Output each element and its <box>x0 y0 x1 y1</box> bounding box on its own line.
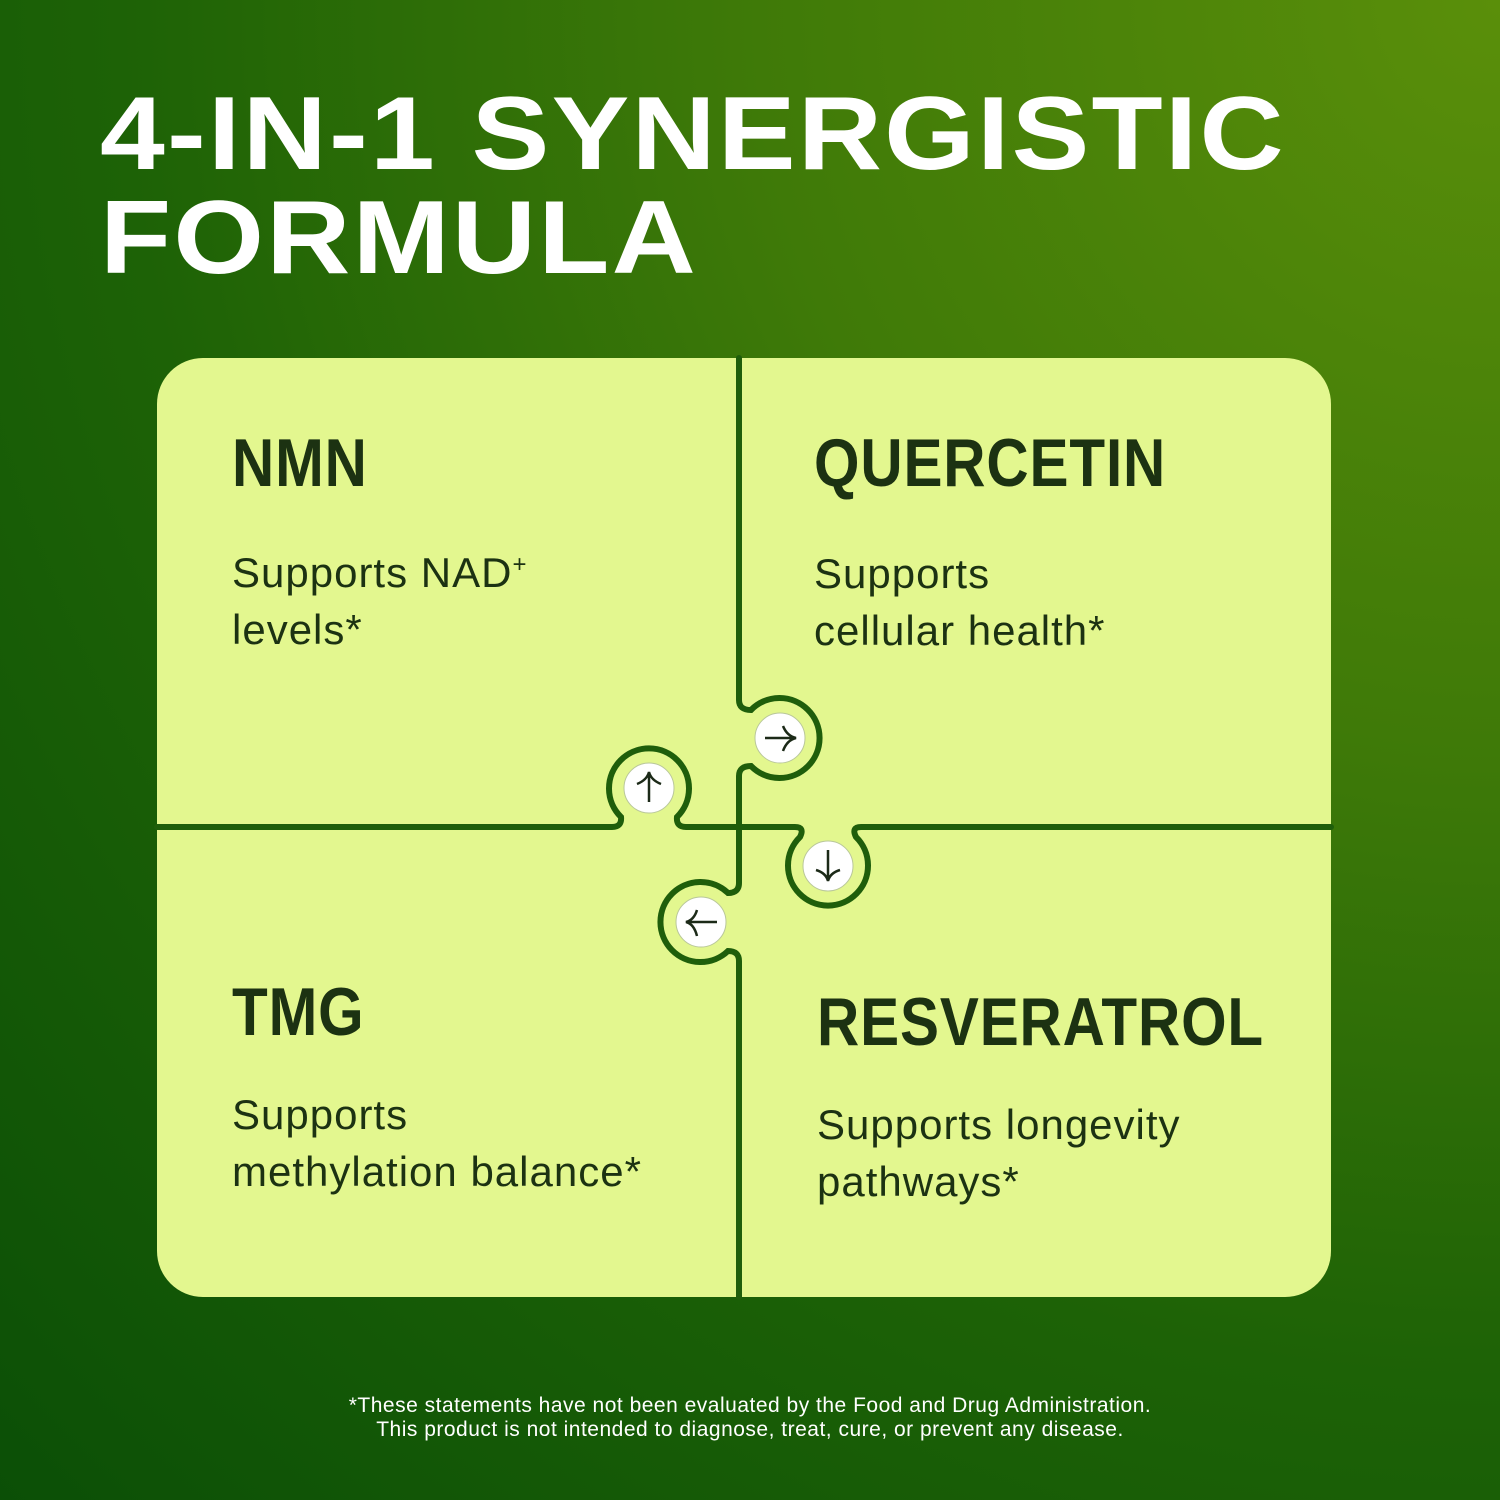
arrow-down-icon <box>802 840 854 892</box>
disclaimer-line-2: This product is not intended to diagnose… <box>376 1418 1124 1441</box>
arrow-right-icon <box>754 712 806 764</box>
ingredient-name: QUERCETIN <box>814 425 1167 501</box>
desc-line-1: Supports longevity <box>817 1101 1181 1148</box>
arrow-up-icon <box>623 762 675 814</box>
ingredient-desc: Supports NAD+ levels* <box>232 536 527 658</box>
ingredient-name: NMN <box>232 425 368 501</box>
desc-line-1: Supports NAD <box>232 549 513 596</box>
desc-line-2: methylation balance* <box>232 1148 642 1195</box>
ingredient-desc: Supports longevity pathways* <box>817 1096 1337 1210</box>
desc-line-2: pathways* <box>817 1158 1020 1205</box>
vertical-divider <box>657 355 823 1300</box>
disclaimer-line-1: *These statements have not been evaluate… <box>348 1394 1152 1417</box>
ingredient-nmn: NMN Supports NAD+ levels* <box>232 428 527 658</box>
desc-line-2: cellular health* <box>814 607 1106 654</box>
desc-superscript: + <box>512 551 528 578</box>
desc-line-1: Supports <box>232 1091 409 1138</box>
ingredient-name: RESVERATROL <box>817 984 1265 1060</box>
title-line-1: 4-IN-1 SYNERGISTIC <box>100 76 1286 192</box>
ingredient-desc: Supports methylation balance* <box>232 1086 642 1200</box>
ingredient-desc: Supports cellular health* <box>814 545 1223 659</box>
ingredient-name: TMG <box>232 974 365 1050</box>
desc-line-1: Supports <box>814 550 991 597</box>
page-title: 4-IN-1 SYNERGISTIC FORMULA <box>100 82 1286 290</box>
puzzle-dividers <box>154 355 1334 1300</box>
fda-disclaimer: *These statements have not been evaluate… <box>0 1394 1500 1442</box>
ingredient-tmg: TMG Supports methylation balance* <box>232 977 642 1200</box>
desc-line-2: levels* <box>232 606 363 653</box>
arrow-left-icon <box>675 896 727 948</box>
ingredient-resveratrol: RESVERATROL Supports longevity pathways* <box>817 987 1337 1210</box>
title-line-2: FORMULA <box>100 180 698 296</box>
ingredient-quercetin: QUERCETIN Supports cellular health* <box>814 428 1223 659</box>
